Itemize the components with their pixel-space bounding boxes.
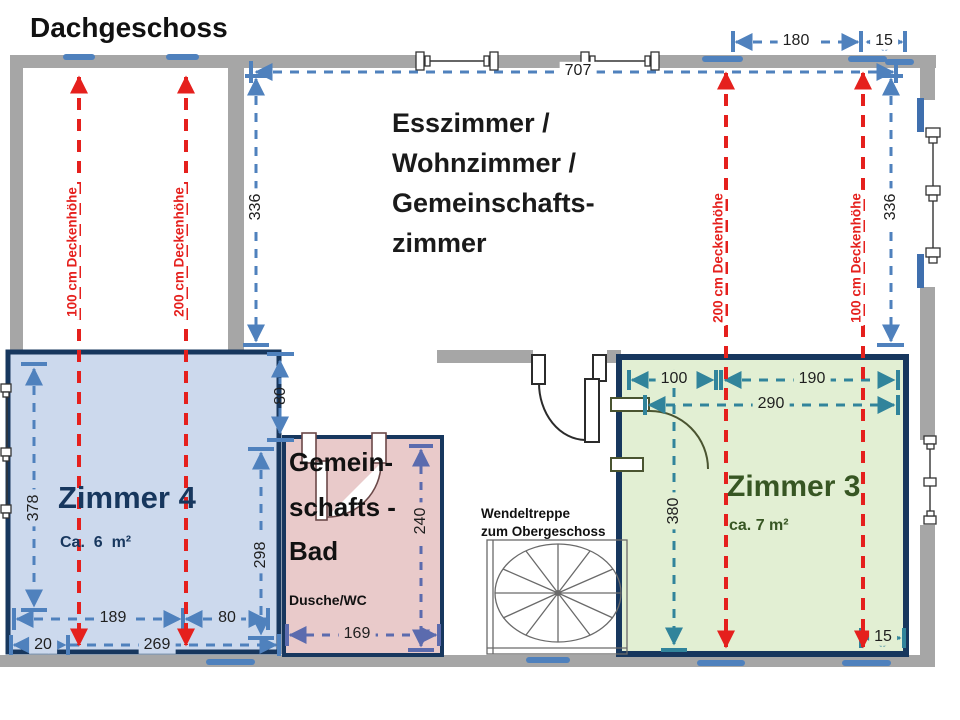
window-right-lower (923, 435, 937, 525)
dim-189: 189 (94, 608, 132, 628)
room-zimmer4 (5, 349, 282, 655)
dim-378: 378 (24, 489, 44, 527)
room-area-zimmer4: Ca. 6 m² (60, 534, 132, 551)
dim-15-bottom: 15 (869, 627, 897, 647)
room-label-living: Esszimmer / Wohnzimmer / Gemeinschafts- … (392, 108, 595, 258)
wall-tick-bars (63, 54, 914, 666)
ceiling-label-right-200: 200 cm Deckenhöhe (710, 190, 726, 326)
spiral-staircase (486, 539, 628, 655)
door-bath (301, 432, 387, 521)
window-right-upper (917, 98, 941, 288)
room-label-zimmer4: Zimmer 4 (58, 480, 196, 515)
dim-380: 380 (664, 492, 684, 530)
door-hall (531, 354, 607, 443)
ceiling-label-right-100: 100 cm Deckenhöhe (848, 190, 864, 326)
window-top-left (415, 51, 499, 71)
dim-336-right: 336 (881, 188, 901, 226)
window-left-zimmer4 (0, 383, 12, 519)
dim-290: 290 (752, 394, 790, 414)
dim-269: 269 (138, 635, 176, 655)
ceiling-height-lines (70, 71, 872, 649)
dim-100: 100 (655, 369, 693, 389)
dim-336-left: 336 (246, 188, 266, 226)
dim-298: 298 (251, 536, 271, 574)
dim-240: 240 (411, 502, 431, 540)
dim-190: 190 (793, 369, 831, 389)
room-label-bath: Gemein- schafts - Bad (289, 447, 396, 567)
dim-707: 707 (559, 61, 597, 81)
room-detail-bath: Dusche/WC (289, 592, 367, 608)
dim-20: 20 (29, 635, 57, 655)
dim-180: 180 (777, 31, 815, 51)
room-label-zimmer3: Zimmer 3 (727, 470, 861, 503)
room-area-zimmer3: ca. 7 m² (729, 517, 789, 534)
dim-80-vertical: 80 (271, 387, 289, 405)
dimension-lines-bath (285, 444, 441, 652)
page-title: Dachgeschoss (30, 12, 228, 43)
ceiling-label-left-200: 200 cm Deckenhöhe (171, 184, 187, 320)
stairs-label: Wendeltreppe zum Obergeschoss (481, 506, 606, 540)
dim-80-bottom: 80 (213, 608, 241, 628)
dim-169: 169 (338, 624, 376, 644)
dim-15-top: 15 (870, 31, 898, 51)
ceiling-label-left-100: 100 cm Deckenhöhe (64, 184, 80, 320)
